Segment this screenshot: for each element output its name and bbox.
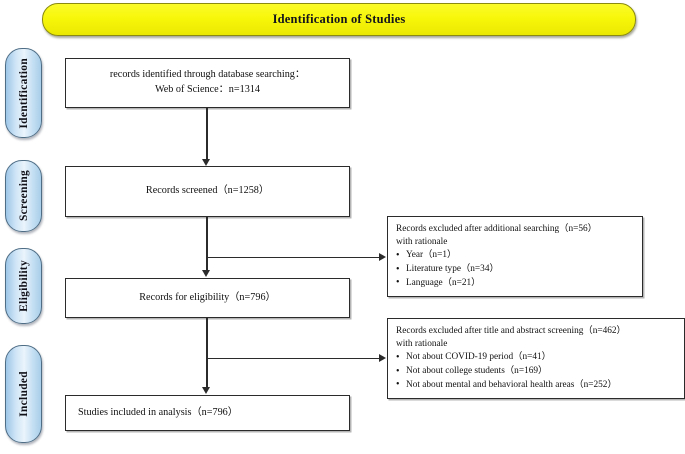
exclusion-reason-item: Year（n=1） — [396, 249, 638, 263]
exclusion-reason-list-title-abstract-screening: Not about COVID-19 period（n=41） Not abou… — [396, 351, 680, 393]
flow-box-records-identified-line1: records identified through database sear… — [109, 69, 306, 81]
exclusion-reason-list-additional-searching: Year（n=1） Literature type（n=34） Language… — [396, 249, 638, 291]
arrow-right-icon-to-title-abstract — [379, 354, 386, 362]
flow-box-records-eligibility-line1: Records for eligibility（n=796） — [139, 291, 276, 303]
exclusion-box-additional-searching: Records excluded after additional search… — [387, 216, 643, 297]
stage-pill-identification-label: Identification — [17, 57, 30, 129]
stage-pill-included: Included — [5, 345, 42, 443]
stage-pill-screening: Screening — [5, 160, 42, 232]
stage-pill-eligibility: Eligibility — [5, 248, 42, 324]
flow-box-records-identified: records identified through database sear… — [65, 58, 350, 108]
exclusion-box-title-abstract-screening: Records excluded after title and abstrac… — [387, 318, 685, 399]
arrow-down-icon-screened-to-eligibility — [202, 270, 210, 277]
exclusion-reason-item: Not about COVID-19 period（n=41） — [396, 351, 680, 365]
stage-pill-identification: Identification — [5, 48, 42, 138]
flow-box-records-eligibility: Records for eligibility（n=796） — [65, 278, 350, 318]
exclusion-reason-item: Not about college students（n=169） — [396, 365, 680, 379]
stage-pill-eligibility-label: Eligibility — [17, 260, 30, 312]
connector-branch-to-additional-searching-line — [207, 257, 380, 259]
connector-identified-to-screened-line — [206, 108, 208, 160]
arrow-down-icon-eligibility-to-included — [202, 387, 210, 394]
connector-branch-to-title-abstract-line — [207, 358, 380, 360]
connector-screened-to-eligibility-line — [206, 217, 208, 271]
connector-eligibility-to-included-line — [206, 318, 208, 388]
diagram-title-banner: Identification of Studies — [42, 3, 636, 36]
exclusion-reason-item: Literature type（n=34） — [396, 263, 638, 277]
exclusion-box-title-abstract-screening-heading2: with rationale — [396, 339, 448, 350]
arrow-down-icon-identified-to-screened — [202, 159, 210, 166]
exclusion-reason-item: Not about mental and behavioral health a… — [396, 378, 680, 392]
flow-box-studies-included: Studies included in analysis（n=796） — [65, 395, 350, 431]
stage-pill-screening-label: Screening — [17, 170, 30, 222]
exclusion-box-additional-searching-heading1: Records excluded after additional search… — [396, 224, 597, 234]
flow-box-records-identified-line2: Web of Science：n=1314 — [154, 84, 261, 95]
exclusion-box-additional-searching-heading2: with rationale — [396, 237, 448, 248]
flow-box-records-screened: Records screened（n=1258） — [65, 166, 350, 217]
flow-box-records-screened-line1: Records screened（n=1258） — [145, 185, 270, 197]
diagram-title-text: Identification of Studies — [272, 12, 406, 26]
exclusion-reason-item: Language（n=21） — [396, 276, 638, 290]
flow-box-studies-included-line1: Studies included in analysis（n=796） — [78, 406, 238, 418]
exclusion-box-title-abstract-screening-heading1: Records excluded after title and abstrac… — [396, 326, 626, 336]
arrow-right-icon-to-additional-searching — [379, 253, 386, 261]
stage-pill-included-label: Included — [17, 371, 30, 417]
